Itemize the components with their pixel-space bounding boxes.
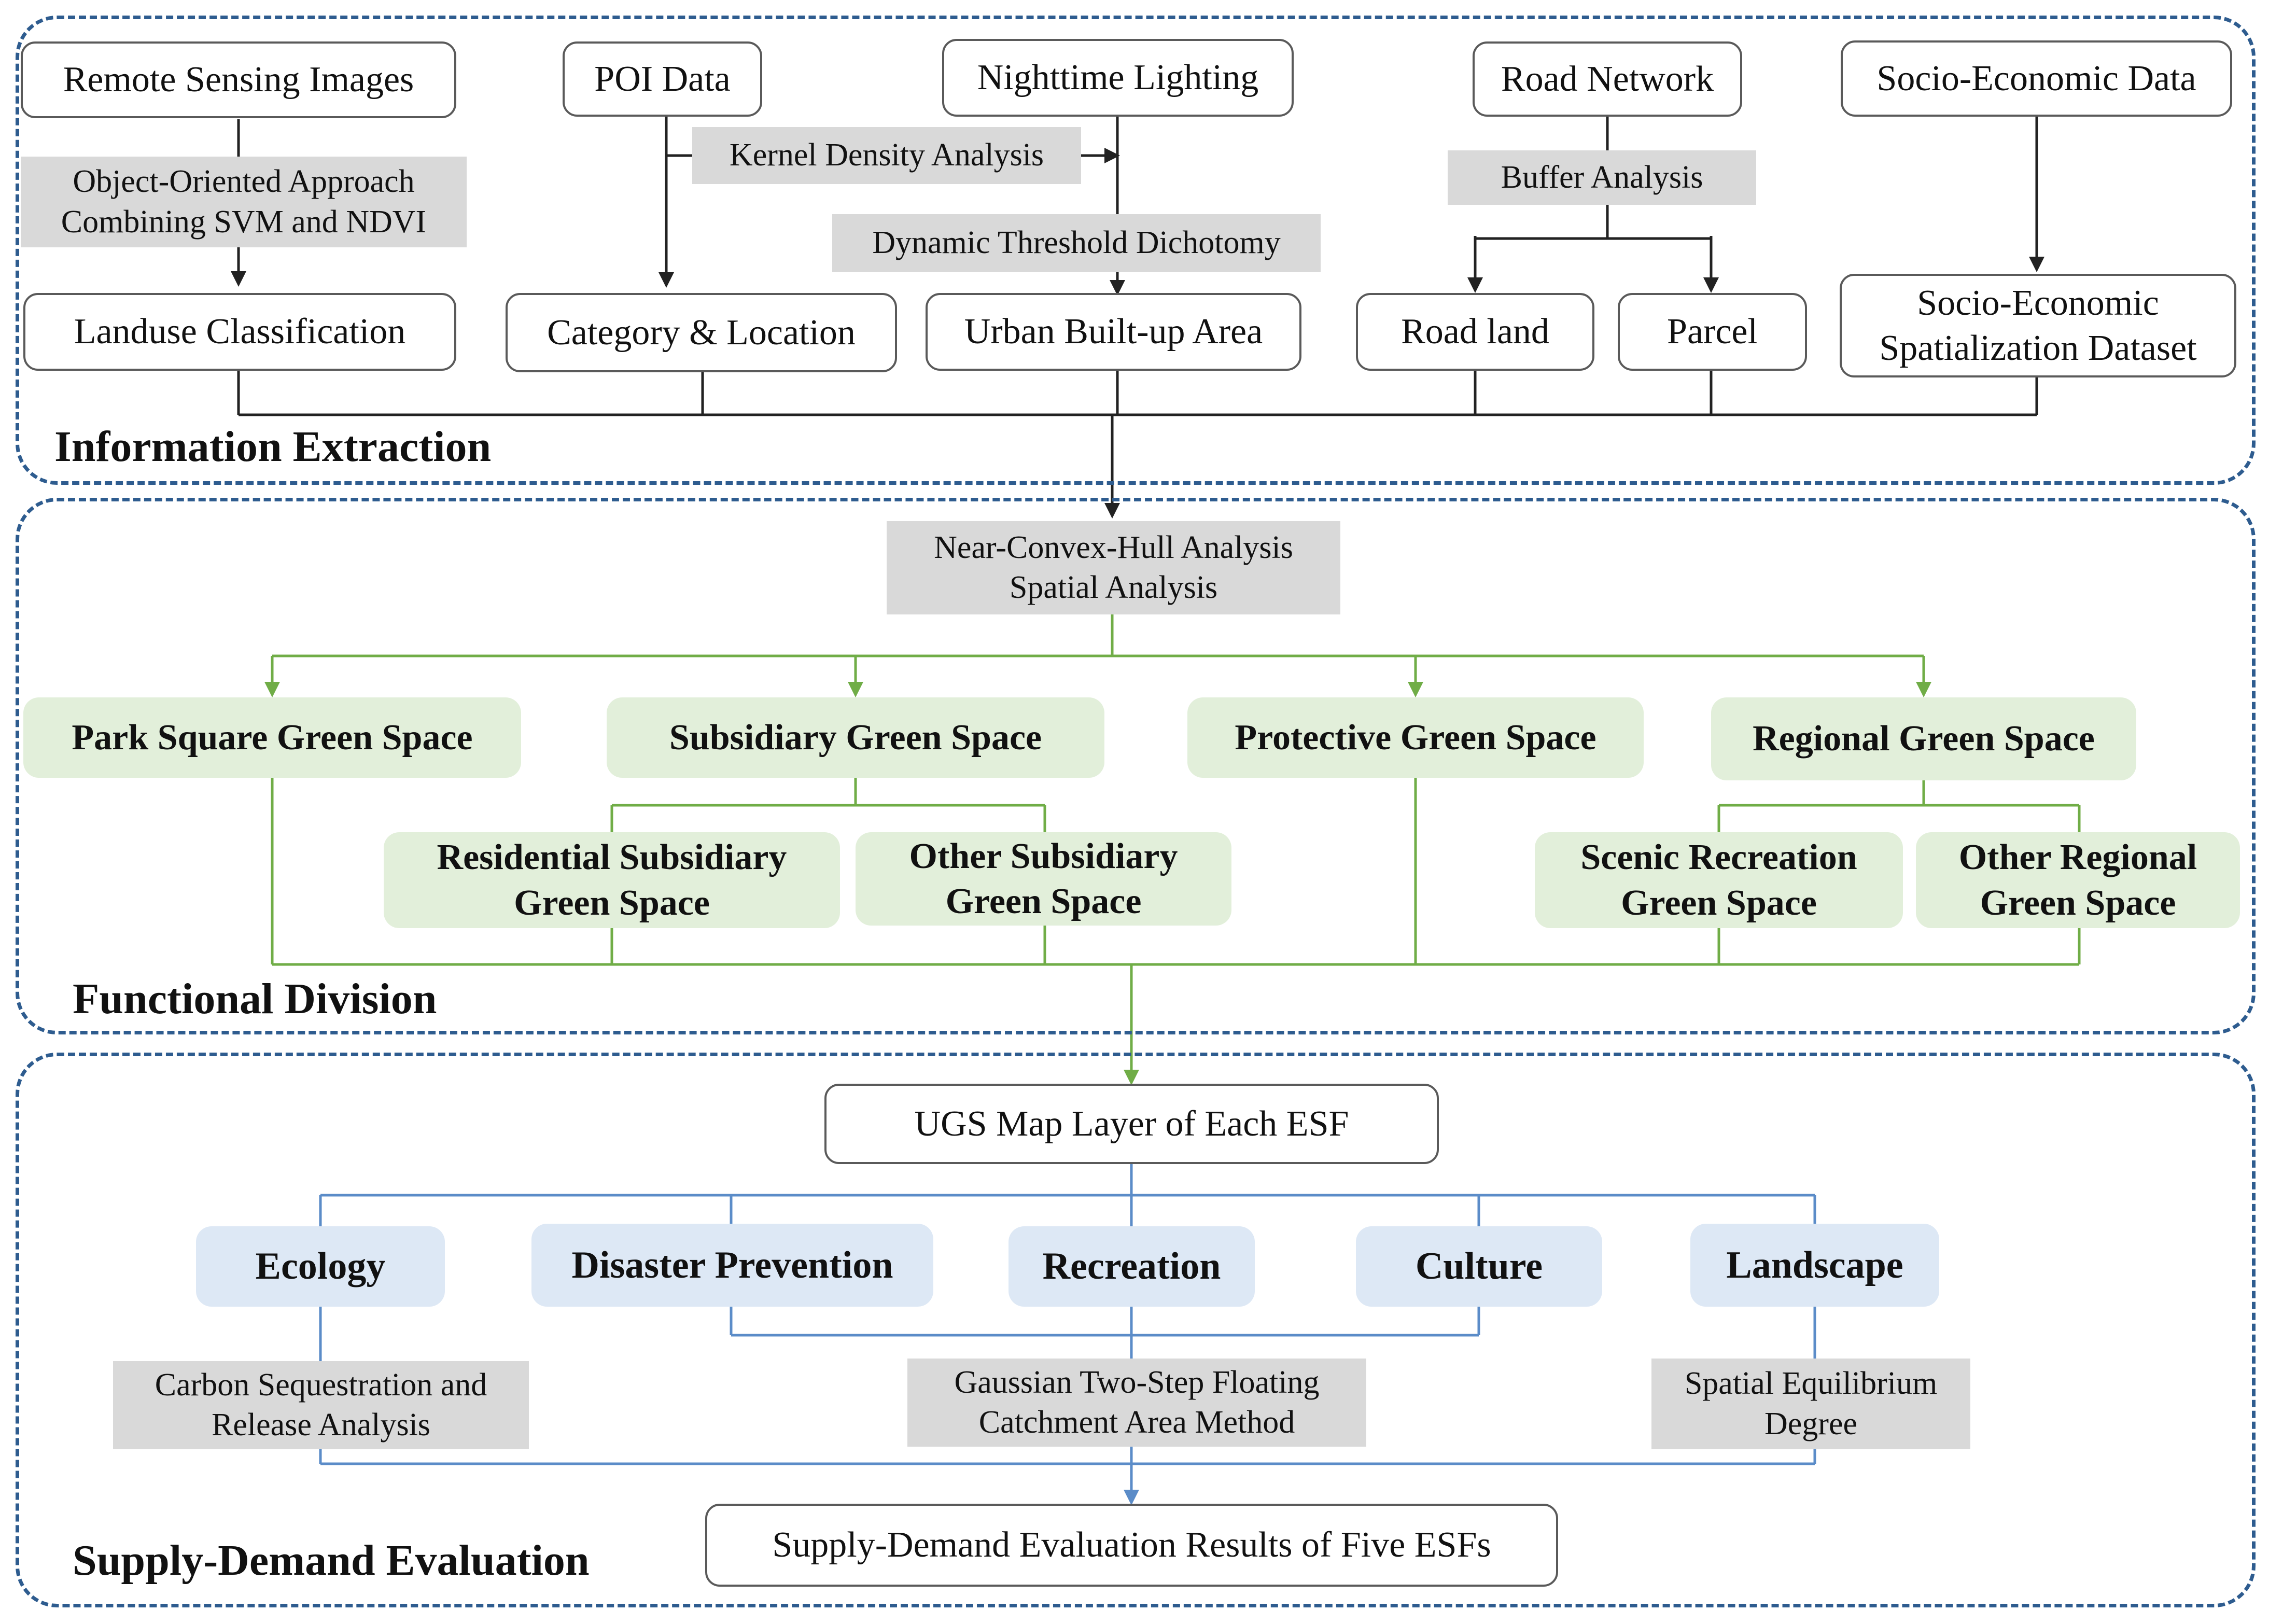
park-square-green-space-box: Park Square Green Space: [23, 697, 521, 778]
nighttime-lighting-box: Nighttime Lighting: [942, 39, 1294, 117]
ugs-map-layer-box: UGS Map Layer of Each ESF: [824, 1084, 1439, 1164]
gaussian-2sfca-method-box: Gaussian Two-Step Floating Catchment Are…: [907, 1359, 1366, 1447]
road-network-box: Road Network: [1473, 41, 1742, 117]
evaluation-connectors: [319, 1164, 1816, 1505]
gaussian-line-2: Catchment Area Method: [978, 1405, 1295, 1440]
landuse-classification-box: Landuse Classification: [23, 293, 456, 371]
near-convex-line-1: Near-Convex-Hull Analysis: [934, 529, 1293, 565]
poi-data-box: POI Data: [563, 41, 762, 117]
carbon-line-2: Release Analysis: [212, 1407, 430, 1443]
culture-box: Culture: [1356, 1226, 1602, 1307]
object-oriented-approach-box: Object-Oriented Approach Combining SVM a…: [21, 157, 467, 247]
category-location-box: Category & Location: [506, 293, 897, 372]
extraction-connectors: [231, 117, 2044, 519]
socio-economic-data-box: Socio-Economic Data: [1841, 40, 2232, 117]
protective-green-space-box: Protective Green Space: [1187, 697, 1644, 778]
supply-demand-evaluation-title: Supply-Demand Evaluation: [73, 1536, 590, 1585]
other-regional-line-2: Green Space: [1980, 883, 2176, 923]
socio-dataset-line-2: Spatialization Dataset: [1879, 328, 2197, 368]
information-extraction-title: Information Extraction: [54, 423, 492, 471]
near-convex-hull-analysis-box: Near-Convex-Hull Analysis Spatial Analys…: [887, 521, 1340, 614]
disaster-prevention-box: Disaster Prevention: [531, 1224, 933, 1307]
scenic-recreation-green-space-box: Scenic Recreation Green Space: [1535, 832, 1903, 928]
remote-sensing-images-box: Remote Sensing Images: [21, 41, 456, 118]
buffer-analysis-box: Buffer Analysis: [1448, 150, 1756, 205]
kernel-density-analysis-box: Kernel Density Analysis: [692, 127, 1081, 184]
section-information-extraction: [16, 16, 2256, 485]
section-supply-demand-evaluation: [16, 1053, 2256, 1607]
carbon-sequestration-analysis-box: Carbon Sequestration and Release Analysi…: [113, 1361, 529, 1449]
scenic-recreation-line-1: Scenic Recreation: [1580, 837, 1857, 877]
landscape-box: Landscape: [1690, 1224, 1939, 1307]
gaussian-line-1: Gaussian Two-Step Floating: [954, 1364, 1320, 1400]
other-subsidiary-green-space-box: Other Subsidiary Green Space: [856, 832, 1231, 926]
near-convex-line-2: Spatial Analysis: [1009, 570, 1218, 605]
division-connectors: [264, 614, 2081, 1085]
other-subsidiary-line-2: Green Space: [945, 881, 1142, 921]
subsidiary-green-space-box: Subsidiary Green Space: [607, 697, 1104, 778]
urban-builtup-area-box: Urban Built-up Area: [926, 293, 1301, 371]
socio-economic-dataset-box: Socio-Economic Spatialization Dataset: [1840, 274, 2236, 377]
other-regional-line-1: Other Regional: [1958, 837, 2197, 877]
recreation-box: Recreation: [1009, 1226, 1255, 1307]
dynamic-threshold-dichotomy-box: Dynamic Threshold Dichotomy: [832, 214, 1321, 272]
carbon-line-1: Carbon Sequestration and: [155, 1367, 487, 1403]
section-functional-division: [16, 498, 2256, 1034]
regional-green-space-box: Regional Green Space: [1711, 697, 2136, 780]
ecology-box: Ecology: [196, 1226, 445, 1307]
scenic-recreation-line-2: Green Space: [1621, 883, 1817, 923]
residential-subsidiary-green-space-box: Residential Subsidiary Green Space: [384, 832, 840, 928]
supply-demand-results-box: Supply-Demand Evaluation Results of Five…: [705, 1504, 1558, 1587]
socio-dataset-line-1: Socio-Economic: [1917, 283, 2159, 323]
residential-subsidiary-line-2: Green Space: [514, 883, 710, 923]
road-land-box: Road land: [1356, 293, 1594, 371]
spatial-eq-line-2: Degree: [1764, 1406, 1857, 1441]
spatial-eq-line-1: Spatial Equilibrium: [1684, 1366, 1938, 1401]
object-oriented-line-2: Combining SVM and NDVI: [61, 204, 427, 240]
object-oriented-line-1: Object-Oriented Approach: [73, 164, 415, 199]
parcel-box: Parcel: [1618, 293, 1807, 371]
other-regional-green-space-box: Other Regional Green Space: [1916, 832, 2240, 928]
residential-subsidiary-line-1: Residential Subsidiary: [437, 837, 787, 877]
other-subsidiary-line-1: Other Subsidiary: [909, 836, 1178, 876]
functional-division-title: Functional Division: [73, 975, 437, 1023]
spatial-equilibrium-degree-box: Spatial Equilibrium Degree: [1651, 1359, 1970, 1449]
